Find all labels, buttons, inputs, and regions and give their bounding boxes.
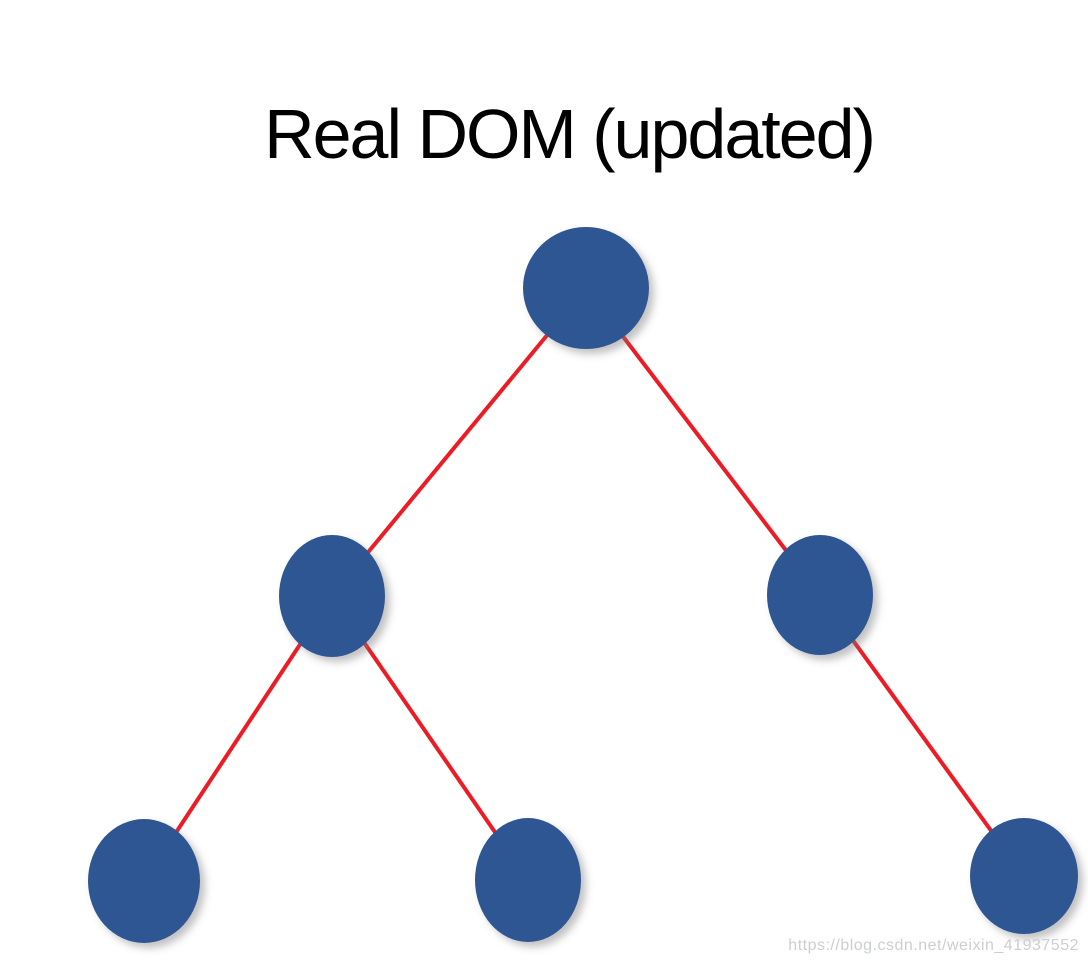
- edge-root-to-child-left: [330, 286, 588, 598]
- tree-node-child-right: [767, 535, 873, 655]
- edge-child-right-to-leaf-right: [818, 593, 1026, 878]
- nodes-layer: [88, 227, 1078, 943]
- tree-node-root: [523, 227, 649, 349]
- diagram-title: Real DOM (updated): [264, 95, 876, 173]
- tree-node-leaf-left: [88, 819, 200, 943]
- tree-node-leaf-middle: [475, 818, 581, 942]
- tree-node-child-left: [279, 535, 385, 657]
- edge-root-to-child-right: [584, 286, 822, 597]
- edges-layer: [142, 286, 1026, 883]
- watermark: https://blog.csdn.net/weixin_41937552: [788, 937, 1079, 954]
- tree-node-leaf-right: [970, 818, 1078, 934]
